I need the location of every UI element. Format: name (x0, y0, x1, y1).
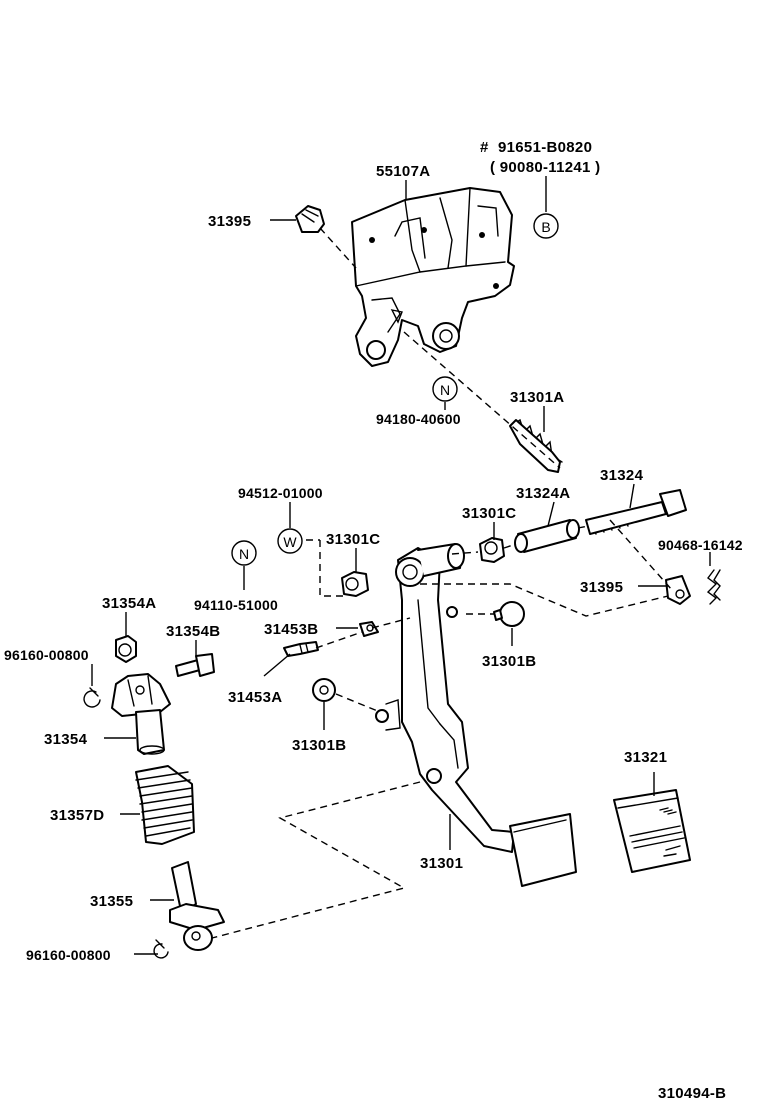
brake-pedal-arm (375, 543, 577, 887)
pedal-pad (613, 789, 691, 873)
bushing-left (341, 571, 369, 597)
label-spring: 31301A (510, 389, 564, 406)
label-bolt-alt: ( 90080-11241 ) (490, 159, 600, 176)
push-rod (111, 673, 171, 755)
label-clip-lower-left: 96160-00800 (26, 947, 111, 963)
label-stopper-right: 31301B (482, 653, 536, 670)
bolt-b-dashline (371, 617, 411, 629)
label-clip-top: 31395 (208, 213, 251, 230)
stopper-left-dashline (335, 693, 381, 713)
bushing-dashline (451, 551, 479, 555)
stopper-right (493, 601, 525, 627)
label-pedal: 31301 (420, 855, 463, 872)
label-pad: 31321 (624, 749, 667, 766)
mark-w-circle: W (277, 528, 303, 554)
bolt-dashline (577, 525, 589, 529)
leader-pin (629, 483, 635, 509)
mark-n-left-text: N (239, 546, 249, 562)
cushion (115, 635, 137, 663)
mark-b-text: B (541, 219, 550, 235)
label-collar: 31324A (516, 485, 570, 502)
label-bushing-c-right: 31301C (462, 505, 516, 522)
pedal-pivot-bolt (585, 489, 687, 535)
label-bolt-a: 31453A (228, 689, 282, 706)
bolt-b (359, 621, 379, 637)
clip-top-part (295, 205, 325, 233)
clip-top-dashline (319, 227, 357, 269)
label-clip-right: 31395 (580, 579, 623, 596)
clip-lower-left-part (153, 939, 169, 959)
stopper-left (312, 678, 336, 702)
label-pin-b: 31354B (166, 623, 220, 640)
pedal-bracket (351, 187, 515, 367)
clip-right-dashline (609, 519, 673, 591)
washer-dashline (319, 540, 344, 597)
bolt-a-dashline (315, 631, 363, 649)
clevis-dashline (211, 781, 421, 939)
clip-upper-left-part (83, 687, 101, 708)
return-spring (509, 418, 563, 473)
label-pin: 31324 (600, 467, 644, 484)
leader-bolt-a (263, 653, 291, 677)
mark-n-left-circle: N (231, 540, 257, 566)
label-bolt-part: 91651-B0820 (498, 139, 592, 156)
label-stopper-left: 31301B (292, 737, 346, 754)
mark-w-text: W (283, 534, 297, 550)
leader-collar (547, 501, 555, 527)
bushing-right (479, 537, 505, 563)
mark-n-top-text: N (440, 382, 450, 398)
pedal-collar (514, 519, 580, 553)
mark-n-top-circle: N (432, 376, 458, 402)
mark-b-circle: B (533, 213, 559, 239)
label-boot: 31357D (50, 807, 104, 824)
clip-spring-part (706, 569, 721, 605)
clevis-pin-b (175, 653, 215, 677)
diagram-code: 310494-B (658, 1085, 726, 1102)
label-cushion: 31354A (102, 595, 156, 612)
spring-dashline (403, 331, 561, 469)
collar-dashline (503, 543, 517, 549)
label-bolt-b: 31453B (264, 621, 318, 638)
clip-right-part (665, 575, 691, 605)
label-rod: 31354 (44, 731, 88, 748)
label-bracket: 55107A (376, 163, 430, 180)
label-clip-spring: 90468-16142 (658, 537, 743, 553)
label-nut-top: 94180-40600 (376, 411, 461, 427)
label-clip-upper-left: 96160-00800 (4, 647, 89, 663)
label-nut-left: 94110-51000 (194, 597, 278, 613)
hash-mark: # (480, 139, 489, 156)
label-washer-part: 94512-01000 (238, 485, 323, 501)
rubber-boot (135, 765, 195, 845)
label-clevis: 31355 (90, 893, 133, 910)
label-bushing-c-left: 31301C (326, 531, 380, 548)
